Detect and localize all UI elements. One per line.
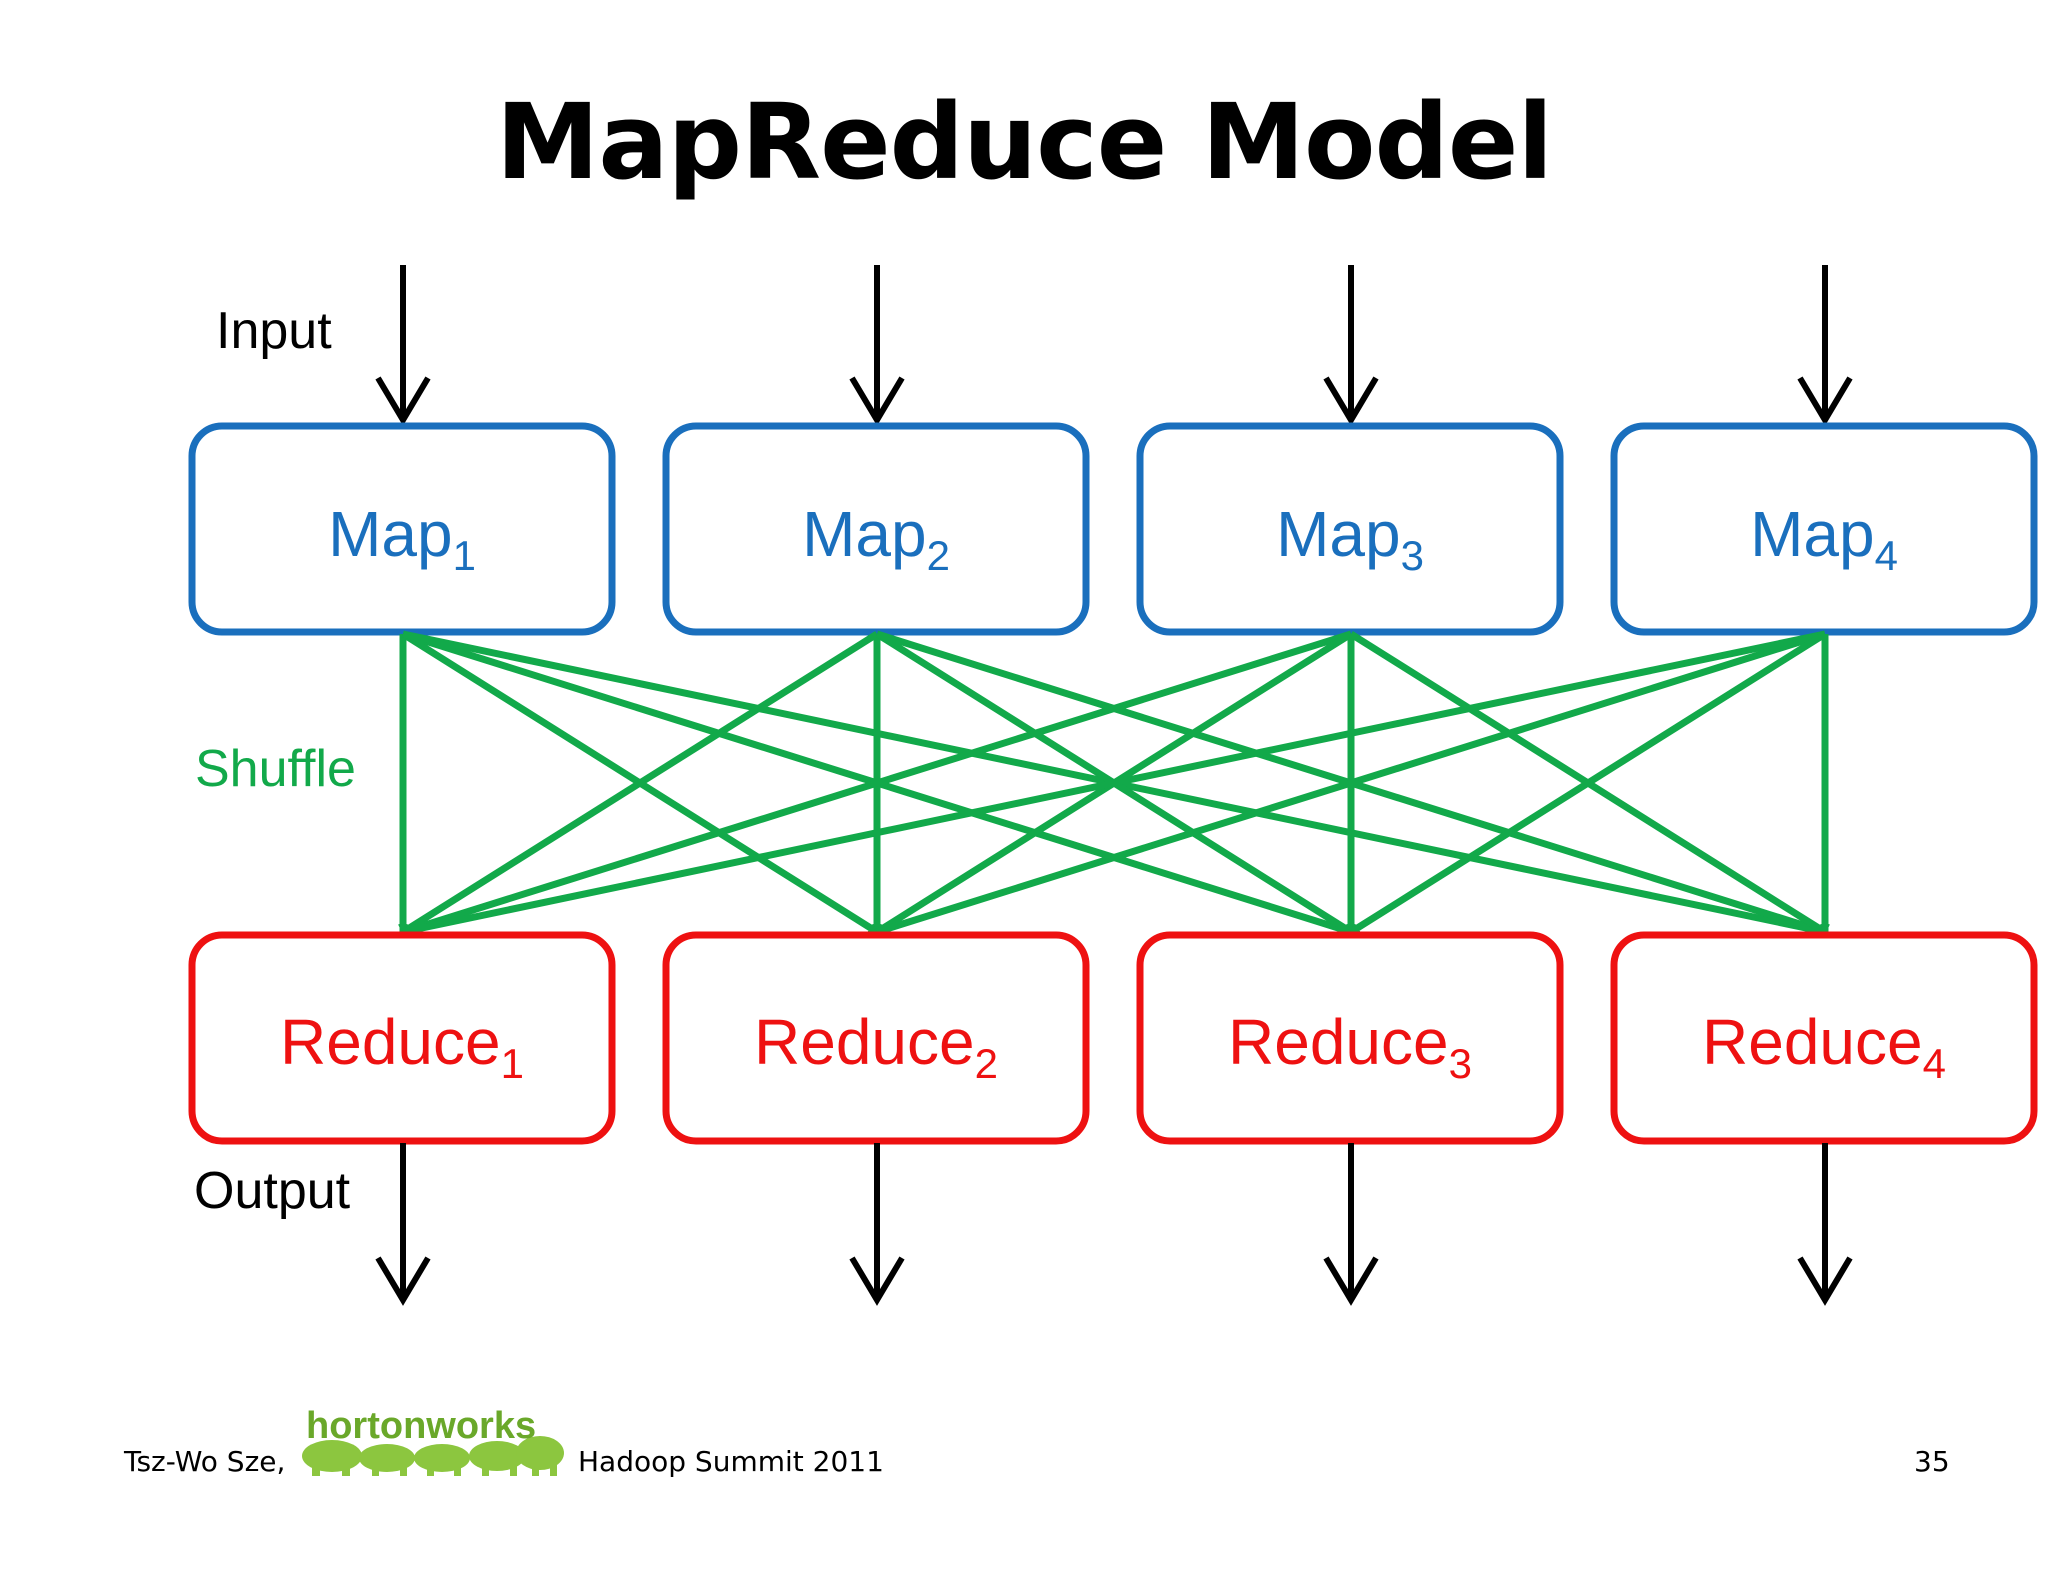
shuffle-label: Shuffle	[195, 740, 356, 798]
footer-author: Tsz-Wo Sze,	[124, 1445, 286, 1478]
reduce-boxes	[188, 931, 2038, 1145]
hortonworks-logo: hortonworks	[302, 1405, 564, 1476]
reduce-labels: Reduce1 Reduce2 Reduce3 Reduce4	[280, 1006, 1946, 1087]
map-label-1: Map1	[328, 498, 476, 579]
shuffle-arrow-m4-r2	[877, 630, 1827, 936]
slide-title: MapReduce Model	[495, 81, 1553, 203]
reduce-label-1: Reduce1	[280, 1006, 524, 1087]
input-arrow-4	[1797, 265, 1853, 426]
input-label: Input	[216, 302, 332, 360]
logo-text: hortonworks	[306, 1405, 536, 1447]
shuffle-arrow-m3-r1	[403, 630, 1353, 936]
map-box-2	[662, 422, 1090, 636]
reduce-box-1	[188, 931, 616, 1145]
reduce-box-3	[1136, 931, 1564, 1145]
map-label-4: Map4	[1750, 498, 1898, 579]
output-arrow-3	[1323, 1143, 1379, 1306]
reduce-label-3: Reduce3	[1228, 1006, 1472, 1087]
shuffle-arrow-m4-r3	[1351, 631, 1827, 935]
shuffle-arrow-m2-r1	[403, 631, 879, 935]
map-box-1	[188, 422, 616, 636]
map-label-2: Map2	[802, 498, 950, 579]
input-arrow-3	[1323, 265, 1379, 426]
input-arrow-2	[849, 265, 905, 426]
elephant-herd-icon	[302, 1436, 564, 1476]
input-arrows	[375, 265, 1853, 426]
shuffle-arrow-m4-r1	[403, 630, 1826, 936]
map-labels: Map1 Map2 Map3 Map4	[328, 498, 1898, 579]
footer-event: Hadoop Summit 2011	[578, 1445, 884, 1478]
map-label-3: Map3	[1276, 498, 1424, 579]
reduce-box-2	[662, 931, 1090, 1145]
reduce-box-4	[1610, 931, 2038, 1145]
output-arrow-2	[849, 1143, 905, 1306]
footer-page-number: 35	[1914, 1445, 1950, 1478]
output-arrows	[375, 1143, 1853, 1306]
output-arrow-4	[1797, 1143, 1853, 1306]
map-boxes	[188, 422, 2038, 636]
reduce-label-4: Reduce4	[1702, 1006, 1946, 1087]
input-arrow-1	[375, 265, 431, 426]
output-label: Output	[194, 1162, 351, 1220]
output-arrow-1	[375, 1143, 431, 1306]
shuffle-arrows	[403, 630, 1827, 936]
reduce-label-2: Reduce2	[754, 1006, 998, 1087]
